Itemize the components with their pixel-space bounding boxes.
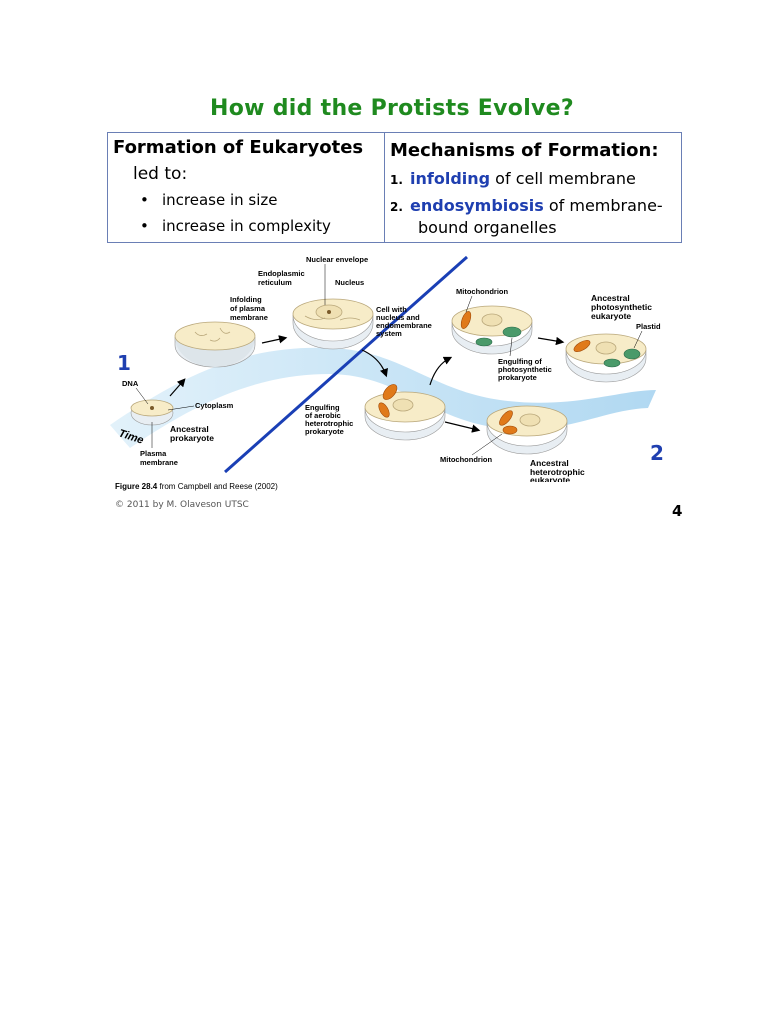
label-endoplasmic-reticulum: reticulum [258,278,292,287]
bullet-item: • increase in size [140,191,278,209]
step-number-2: 2 [650,441,664,465]
summary-table [107,132,682,243]
mechanism-text: of membrane- [543,196,663,215]
label-ancestral-heterotrophic: Ancestral [530,458,569,468]
bullet-text: increase in size [162,191,278,209]
figure-number: Figure 28.4 [115,482,158,491]
step-number-1: 1 [117,351,131,375]
right-heading: Mechanisms of Formation: [390,140,659,161]
label-engulfing-aerobic: Engulfing [305,403,340,412]
label-mitochondrion-top: Mitochondrion [456,287,508,296]
ancestral-prokaryote-cell [130,399,174,426]
label-mitochondrion-bottom: Mitochondrion [440,455,492,464]
copyright: © 2011 by M. Olaveson UTSC [115,500,249,510]
page-title: How did the Protists Evolve? [210,96,574,121]
label-engulfing-aerobic: heterotrophic [305,419,353,428]
label-engulfing-aerobic: prokaryote [305,427,344,436]
left-subheading: led to: [133,164,188,184]
label-infolding: membrane [230,313,268,322]
mechanism-text: of cell membrane [490,169,636,188]
label-ancestral-photosynthetic: Ancestral [591,293,630,303]
label-infolding: of plasma [230,304,266,313]
left-heading: Formation of Eukaryotes [113,137,364,158]
label-cytoplasm: Cytoplasm [195,401,234,410]
table-divider [384,132,385,243]
bullet-text: increase in complexity [162,217,331,235]
label-cell-with-nucleus: system [376,329,402,338]
engulfing-aerobic-cell [364,384,446,441]
label-nucleus: Nucleus [335,278,364,287]
label-engulfing-aerobic: of aerobic [305,411,341,420]
bullet-item: • increase in complexity [140,217,331,235]
mechanism-continuation: bound organelles [418,218,557,237]
label-endoplasmic-reticulum: Endoplasmic [258,269,305,278]
label-ancestral-heterotrophic: heterotrophic [530,467,585,477]
mechanism-number: 1. [390,173,403,187]
label-plastid: Plastid [636,322,661,331]
mechanism-item: 2. endosymbiosis of membrane- [390,196,663,215]
dividing-line [224,255,468,474]
bullet-icon: • [140,191,149,209]
ancestral-photosynthetic-eukaryote-cell [565,333,647,383]
label-engulfing-photosynthetic: Engulfing of [498,357,542,366]
engulfing-photosynthetic-cell [451,305,533,355]
evolution-diagram: 1 2 DNA Cytoplasm Ancestral prokaryote P… [110,255,664,482]
nucleus-endomembrane-cell [292,298,374,350]
label-ancestral-heterotrophic: eukaryote [530,475,570,482]
figure-caption: Figure 28.4 from Campbell and Reese (200… [115,482,278,491]
label-ancestral-photosynthetic: photosynthetic [591,302,652,312]
label-cell-with-nucleus: Cell with [376,305,407,314]
figure-source: from Campbell and Reese (2002) [157,482,278,491]
label-cell-with-nucleus: endomembrane [376,321,432,330]
mechanism-keyword: endosymbiosis [410,196,544,215]
page-number: 4 [672,502,683,520]
ancestral-heterotrophic-eukaryote-cell [486,405,568,455]
label-ancestral-prokaryote: prokaryote [170,433,214,443]
bullet-icon: • [140,217,149,235]
infolding-cell [174,321,256,368]
label-infolding: Infolding [230,295,262,304]
label-plasma-membrane: membrane [140,458,178,467]
label-plasma-membrane: Plasma [140,449,167,458]
mechanism-number: 2. [390,200,403,214]
label-engulfing-photosynthetic: photosynthetic [498,365,552,374]
label-engulfing-photosynthetic: prokaryote [498,373,537,382]
label-dna: DNA [122,379,139,388]
label-ancestral-prokaryote: Ancestral [170,424,209,434]
label-cell-with-nucleus: nucleus and [376,313,420,322]
mechanism-item: 1. infolding of cell membrane [390,169,636,188]
label-nuclear-envelope: Nuclear envelope [306,255,368,264]
label-ancestral-photosynthetic: eukaryote [591,311,631,321]
mechanism-keyword: infolding [410,169,491,188]
